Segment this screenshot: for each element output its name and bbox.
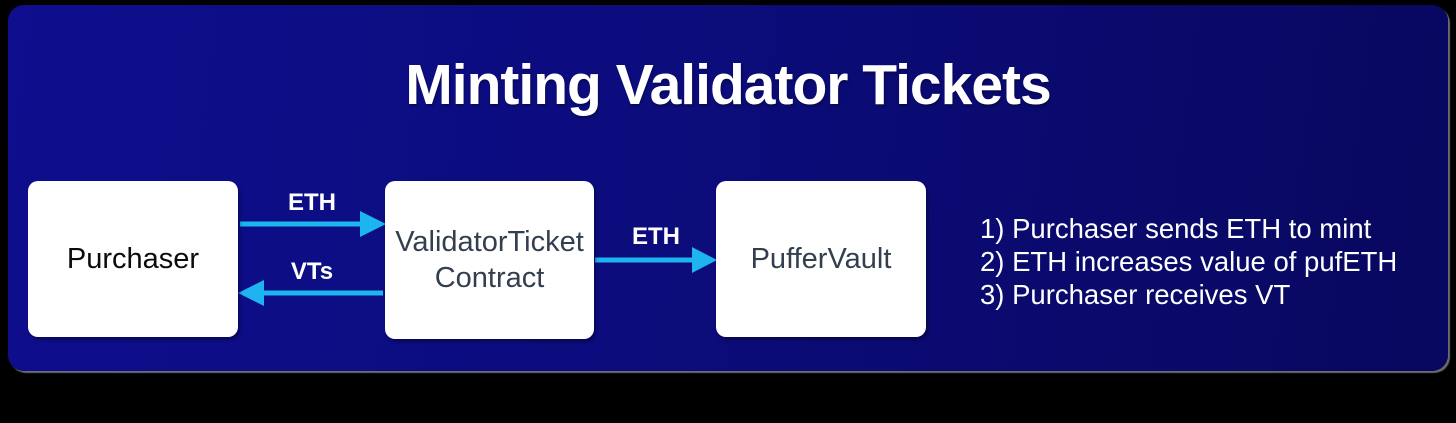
arrow-label-vts-to-purchaser: VTs	[290, 258, 334, 285]
step-3: 3) Purchaser receives VT	[980, 279, 1291, 310]
arrow-label-eth-to-contract: ETH	[288, 189, 336, 216]
node-purchaser-label: Purchaser	[66, 242, 200, 275]
node-purchaser: Purchaser	[28, 181, 238, 337]
node-puffer-vault: PufferVault	[716, 181, 926, 337]
step-1: 1) Purchaser sends ETH to mint	[980, 213, 1372, 244]
step-2: 2) ETH increases value of pufETH	[980, 246, 1398, 277]
page-title: Minting Validator Tickets	[405, 53, 1051, 117]
node-puffer-vault-label: PufferVault	[750, 242, 892, 275]
node-validator-ticket-contract: ValidatorTicket Contract	[385, 181, 594, 339]
arrow-label-eth-to-vault: ETH	[632, 223, 680, 250]
steps-list: 1) Purchaser sends ETH to mint 2) ETH in…	[980, 212, 1397, 311]
node-validator-ticket-contract-label: ValidatorTicket Contract	[395, 225, 584, 294]
